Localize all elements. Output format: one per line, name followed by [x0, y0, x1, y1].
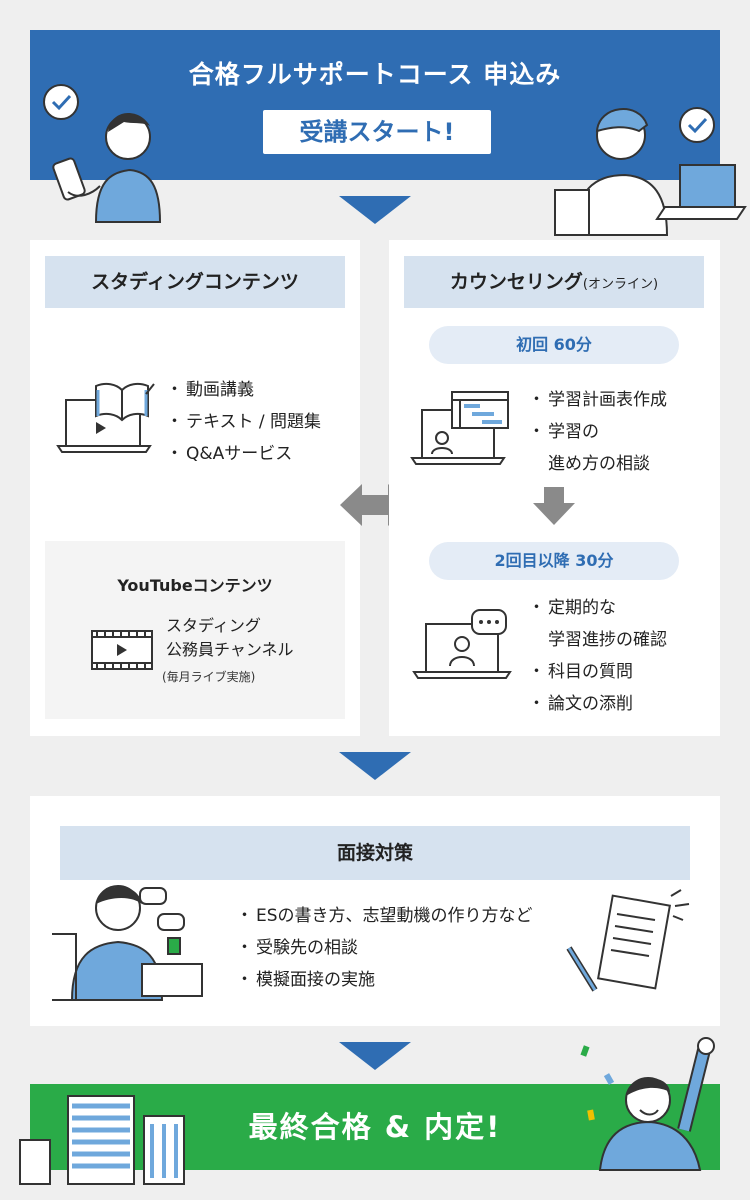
list-item: 受験先の相談 [236, 932, 598, 964]
first-session-list: 学習計画表作成 学習の 進め方の相談 [528, 384, 710, 480]
arrow-down-2 [339, 752, 411, 780]
interview-heading: 面接対策 [60, 826, 690, 880]
study-heading: スタディングコンテンツ [45, 256, 345, 308]
arrow-down-gray-icon [533, 487, 575, 525]
interviewer-icon [52, 885, 203, 1001]
counseling-heading-main: カウンセリング [449, 271, 583, 293]
final-text: 最終合格 & 内定! [248, 1110, 502, 1144]
list-item: 論文の添削 [528, 688, 710, 720]
list-item: 学習計画表作成 [528, 384, 710, 416]
start-badge: 受講スタート! [263, 110, 491, 154]
laptop-chat-icon [412, 609, 512, 679]
woman-with-phone-icon [43, 84, 162, 223]
celebrating-person-icon [580, 1037, 715, 1171]
document-pen-icon [566, 889, 690, 992]
list-item: 学習の [528, 416, 710, 448]
list-item: 動画講義 [166, 374, 348, 406]
second-session-list: 定期的な 学習進捗の確認 科目の質問 論文の添削 [528, 592, 710, 720]
arrow-down-1 [339, 196, 411, 224]
header-banner [30, 30, 720, 180]
study-list: 動画講義 テキスト / 問題集 Q&Aサービス [166, 374, 348, 470]
youtube-note: (毎月ライブ実施) [162, 670, 256, 684]
laptop-book-icon [56, 382, 155, 453]
list-item: テキスト / 問題集 [166, 406, 348, 438]
second-session-pill: 2回目以降 30分 [429, 542, 679, 580]
youtube-channel-line1: スタディング [166, 616, 261, 635]
list-item: 科目の質問 [528, 656, 710, 688]
list-item: Q&Aサービス [166, 438, 348, 470]
list-item: 定期的な [528, 592, 710, 624]
video-film-icon [91, 630, 153, 670]
header-title: 合格フルサポートコース 申込み [188, 60, 562, 89]
man-with-laptop-icon [554, 107, 747, 236]
youtube-heading: YouTubeコンテンツ [117, 576, 273, 595]
counseling-heading: カウンセリング(オンライン) [404, 256, 704, 308]
youtube-channel-line2: 公務員チャンネル [166, 640, 294, 659]
list-item: 学習進捗の確認 [548, 630, 667, 650]
list-item: 進め方の相談 [548, 454, 650, 474]
list-item: 模擬面接の実施 [236, 964, 598, 996]
list-item: ESの書き方、志望動機の作り方など [236, 900, 598, 932]
counseling-heading-suffix: (オンライン) [582, 277, 659, 292]
laptop-chart-icon [410, 391, 509, 465]
interview-list: ESの書き方、志望動機の作り方など 受験先の相談 模擬面接の実施 [236, 900, 598, 996]
arrow-down-3 [339, 1042, 411, 1070]
first-session-pill: 初回 60分 [429, 326, 679, 364]
youtube-channel-name: スタディング 公務員チャンネル [166, 614, 294, 662]
buildings-icon [19, 1095, 185, 1185]
